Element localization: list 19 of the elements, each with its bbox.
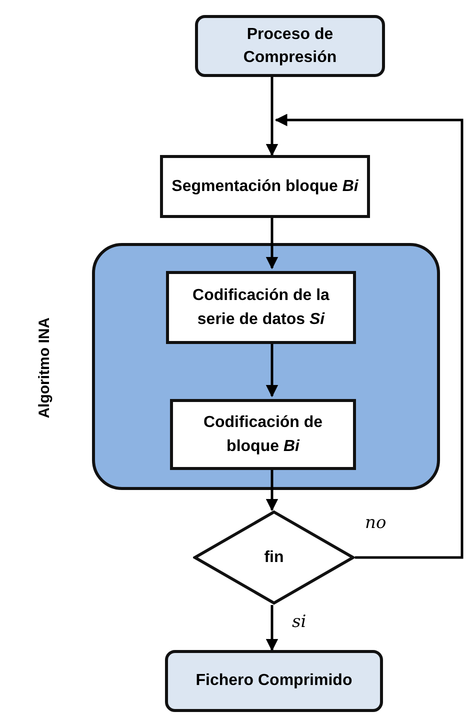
node-text: fin [263,548,285,568]
process-box [160,155,370,218]
arrow [266,77,278,156]
process-box [170,399,356,470]
arrow [274,114,464,559]
decision-diamond [193,510,355,605]
terminal-box [195,15,385,77]
node-text: Codificación de bloque Bi [202,413,324,456]
arrow [266,218,278,270]
edge-label: si [292,612,306,632]
group-label: Algoritmo INA [35,316,54,420]
edge-label: no [365,513,386,533]
node-text: Segmentación bloque Bi [170,176,360,197]
node-text: Proceso de Compresión [242,24,338,68]
node-text: Fichero Comprimido [194,671,354,692]
terminal-box [165,650,383,712]
process-box [166,271,356,344]
arrow [266,605,278,652]
node-text: Codificación de la serie de datos Si [192,286,330,330]
